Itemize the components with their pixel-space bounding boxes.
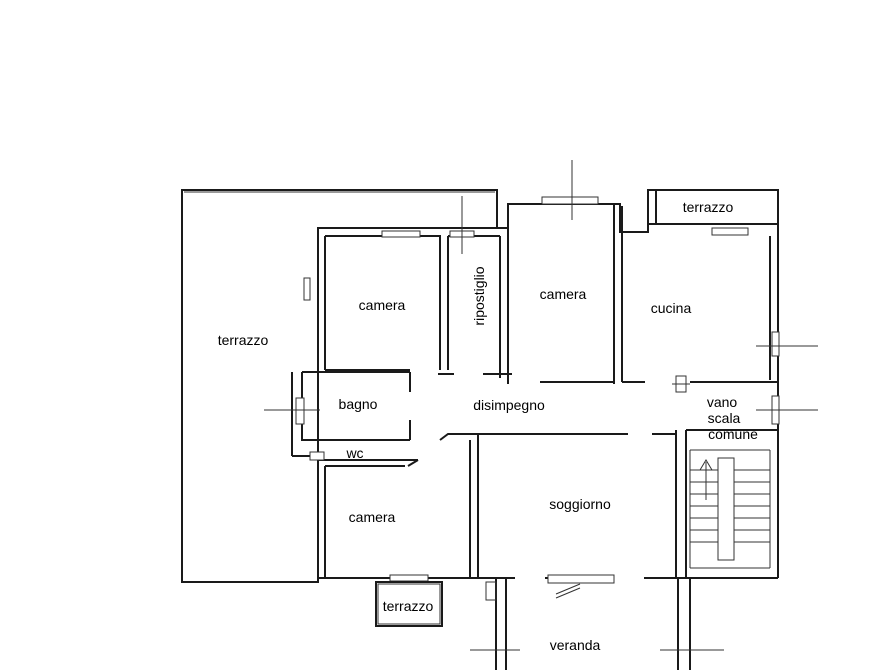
label-disimpegno: disimpegno [473,397,545,413]
interior-walls [291,204,779,578]
terrace-left-outline [181,189,498,583]
label-wc: wc [345,445,363,461]
label-terrazzo-bottom: terrazzo [383,598,434,614]
staircase [689,449,771,569]
label-bagno: bagno [339,396,378,412]
small-terraces [375,581,443,627]
label-camera-2: camera [540,286,587,302]
reference-lines [264,160,818,651]
label-comune: comune [708,426,758,442]
veranda-structure [485,578,691,670]
label-scala: scala [708,410,741,426]
label-terrazzo-top: terrazzo [683,199,734,215]
label-veranda: veranda [550,637,601,653]
label-cucina: cucina [651,300,692,316]
label-soggiorno: soggiorno [549,496,611,512]
label-vano: vano [707,394,738,410]
label-terrazzo-left: terrazzo [218,332,269,348]
label-ripostiglio: ripostiglio [471,266,487,325]
label-camera-1: camera [359,297,406,313]
windows [295,196,780,584]
label-camera-3: camera [349,509,396,525]
